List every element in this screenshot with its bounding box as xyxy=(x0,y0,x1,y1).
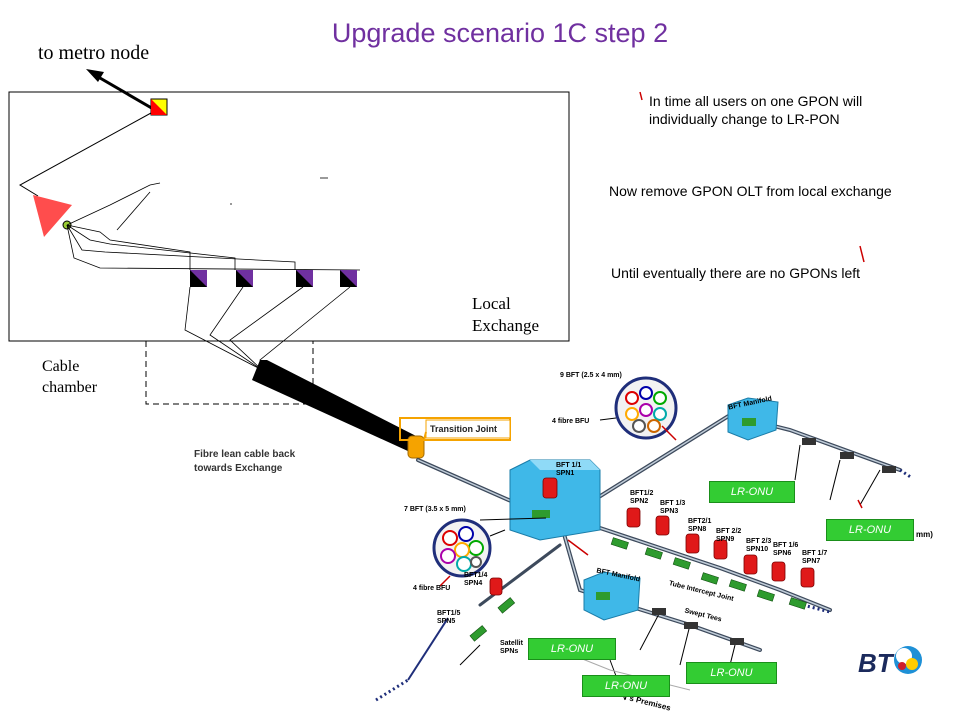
manifold-lower xyxy=(583,571,641,621)
spn-splitters xyxy=(489,477,815,596)
lr-onu-box: LR-ONU xyxy=(826,519,914,541)
bft7-cross-section xyxy=(432,518,492,578)
bft7-label: 7 BFT (3.5 x 5 mm) xyxy=(404,506,466,513)
note-3: Until eventually there are no GPONs left xyxy=(611,265,861,281)
splitter-triangle xyxy=(33,195,72,237)
mm-label: mm) xyxy=(916,530,933,539)
cable-chamber-box xyxy=(145,341,314,405)
metro-link xyxy=(99,76,156,112)
note-2: Now remove GPON OLT from local exchange xyxy=(609,183,892,199)
bt-globe-icon xyxy=(894,646,922,674)
page-title: Upgrade scenario 1C step 2 xyxy=(331,18,669,48)
gpon-olts xyxy=(190,270,357,287)
lr-onu-box: LR-ONU xyxy=(686,662,777,684)
bft9-label: 9 BFT (2.5 x 4 mm) xyxy=(560,372,622,379)
bfu4a-label: 4 fibre BFU xyxy=(552,418,590,425)
bfu4b-label: 4 fibre BFU xyxy=(413,585,451,592)
metro-node-label: to metro node xyxy=(38,42,150,64)
metro-arrowhead xyxy=(86,69,104,82)
lr-onu-box: LR-ONU xyxy=(528,638,616,660)
lr-onu-box: LR-ONU xyxy=(709,481,795,503)
lr-olt-node-half xyxy=(151,99,167,115)
local-exchange-box xyxy=(8,91,570,342)
lr-onu-box: LR-ONU xyxy=(582,675,670,697)
transition-joint-label: Transition Joint xyxy=(430,424,498,434)
transition-joint xyxy=(407,435,425,459)
bft9-cross-section xyxy=(614,376,678,440)
bt-logo: BT xyxy=(858,648,893,678)
fibre-cable xyxy=(252,360,420,452)
cabinet-spn1 xyxy=(509,459,601,541)
